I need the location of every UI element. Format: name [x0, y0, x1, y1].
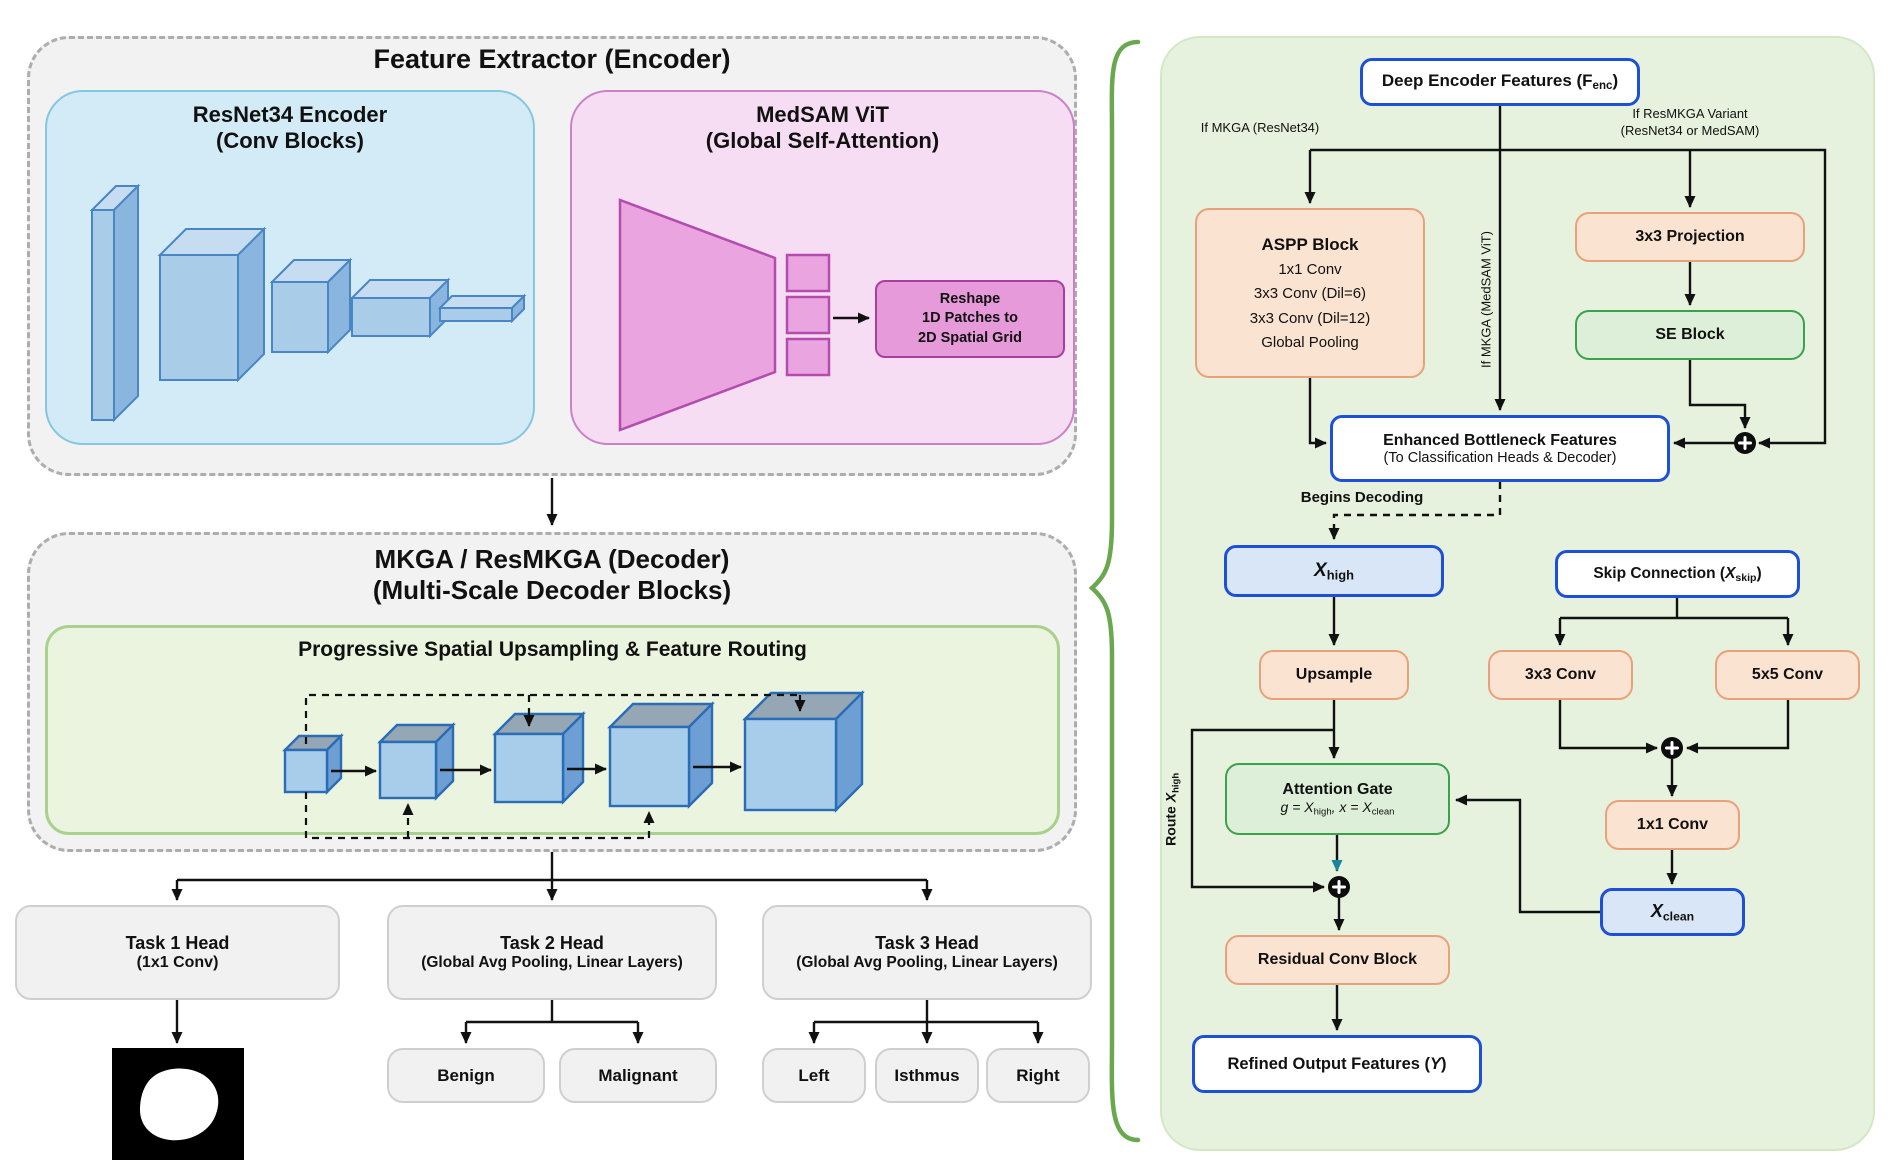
task3-subtitle: (Global Avg Pooling, Linear Layers)	[796, 954, 1058, 971]
encoder-panel-title: Feature Extractor (Encoder)	[373, 44, 731, 74]
output-left: Left	[762, 1048, 866, 1103]
refined-post: )	[1441, 1054, 1447, 1073]
medsam-title-line2: (Global Self-Attention)	[705, 128, 940, 153]
output-malignant: Malignant	[559, 1048, 717, 1103]
aspp-line2: 3x3 Conv (Dil=6)	[1253, 285, 1367, 303]
bottleneck-line1: Enhanced Bottleneck Features	[1383, 431, 1617, 449]
decoder-title-line1: MKGA / ResMKGA (Decoder)	[374, 544, 730, 574]
refined-output-features-box: Refined Output Features (Y)	[1192, 1035, 1482, 1093]
task2-head-box: Task 2 Head (Global Avg Pooling, Linear …	[387, 905, 717, 1000]
mask-blob	[140, 1068, 219, 1141]
task2-title: Task 2 Head	[500, 933, 604, 953]
x-high-symbol: X	[1314, 559, 1327, 581]
skip-post: )	[1756, 564, 1762, 582]
se-block-box: SE Block	[1575, 310, 1805, 360]
aspp-line1: 1x1 Conv	[1278, 261, 1342, 279]
skip-connection-box: Skip Connection (Xskip)	[1555, 550, 1800, 598]
bottleneck-features-box: Enhanced Bottleneck Features (To Classif…	[1330, 415, 1670, 482]
reshape-line2: 1D Patches to	[922, 310, 1018, 327]
upsampling-title: Progressive Spatial Upsampling & Feature…	[298, 638, 807, 661]
attention-gate-box: Attention Gate g = Xhigh, x = Xclean	[1225, 763, 1450, 835]
output-right: Right	[986, 1048, 1090, 1103]
condition-mkga-medsam: If MKGA (MedSAM ViT)	[1478, 231, 1494, 369]
medsam-title: MedSAM ViT (Global Self-Attention)	[570, 102, 1075, 154]
conv3x3-box: 3x3 Conv	[1488, 650, 1633, 700]
segmentation-mask-output	[112, 1048, 244, 1160]
deep-features-sub: enc	[1592, 80, 1613, 93]
reshape-line1: Reshape	[939, 290, 1001, 307]
aspp-line3: 3x3 Conv (Dil=12)	[1249, 309, 1371, 327]
aspp-block-box: ASPP Block 1x1 Conv 3x3 Conv (Dil=6) 3x3…	[1195, 208, 1425, 378]
deep-encoder-features-box: Deep Encoder Features (Fenc)	[1360, 58, 1640, 106]
condition-resmkga-line1: If ResMKGA Variant	[1632, 106, 1748, 121]
attention-gate-title: Attention Gate	[1282, 780, 1393, 798]
reshape-line3: 2D Spatial Grid	[918, 329, 1022, 346]
task3-title: Task 3 Head	[875, 933, 979, 953]
aspp-title: ASPP Block	[1261, 234, 1359, 254]
task2-subtitle: (Global Avg Pooling, Linear Layers)	[421, 954, 683, 971]
task1-title: Task 1 Head	[125, 933, 230, 953]
x-clean-sub: clean	[1662, 909, 1695, 924]
projection-3x3-box: 3x3 Projection	[1575, 212, 1805, 262]
conv1x1-box: 1x1 Conv	[1605, 800, 1740, 850]
attention-gate-formula: g = Xhigh, x = Xclean	[1280, 798, 1395, 818]
condition-resmkga-variant: If ResMKGA Variant (ResNet34 or MedSAM)	[1560, 106, 1820, 140]
medsam-title-line1: MedSAM ViT	[756, 102, 889, 127]
condition-mkga-resnet34: If MKGA (ResNet34)	[1200, 120, 1320, 135]
refined-symbol: Y	[1430, 1054, 1442, 1073]
aspp-line4: Global Pooling	[1261, 334, 1359, 352]
decoder-panel-title: MKGA / ResMKGA (Decoder) (Multi-Scale De…	[27, 544, 1077, 606]
bottleneck-line2: (To Classification Heads & Decoder)	[1383, 449, 1617, 466]
residual-conv-block-box: Residual Conv Block	[1225, 935, 1450, 985]
deep-features-post: )	[1612, 71, 1619, 91]
x-high-sub: high	[1326, 567, 1354, 583]
skip-label: Skip Connection (	[1593, 564, 1726, 582]
refined-label: Refined Output Features (	[1227, 1054, 1431, 1073]
x-clean-box: Xclean	[1600, 888, 1745, 936]
skip-sub: skip	[1735, 571, 1757, 584]
resnet-title-line1: ResNet34 Encoder	[192, 102, 388, 127]
deep-features-label: Deep Encoder Features (F	[1381, 71, 1593, 91]
begins-decoding-label: Begins Decoding	[1300, 489, 1424, 506]
conv5x5-box: 5x5 Conv	[1715, 650, 1860, 700]
condition-resmkga-line2: (ResNet34 or MedSAM)	[1620, 122, 1760, 138]
resnet-title-line2: (Conv Blocks)	[216, 128, 364, 153]
x-high-box: Xhigh	[1224, 545, 1444, 597]
upsample-box: Upsample	[1259, 650, 1409, 700]
task1-subtitle: (1x1 Conv)	[136, 954, 219, 971]
output-benign: Benign	[387, 1048, 545, 1103]
curly-brace	[1088, 39, 1141, 1143]
output-isthmus: Isthmus	[875, 1048, 979, 1103]
route-x-high-label: Route Xhigh	[1162, 772, 1182, 846]
skip-symbol: X	[1725, 564, 1736, 582]
resnet-title: ResNet34 Encoder (Conv Blocks)	[45, 102, 535, 154]
task1-head-box: Task 1 Head (1x1 Conv)	[15, 905, 340, 1000]
x-clean-symbol: X	[1650, 900, 1663, 921]
decoder-title-line2: (Multi-Scale Decoder Blocks)	[372, 575, 732, 605]
task3-head-box: Task 3 Head (Global Avg Pooling, Linear …	[762, 905, 1092, 1000]
reshape-box: Reshape 1D Patches to 2D Spatial Grid	[875, 280, 1065, 358]
